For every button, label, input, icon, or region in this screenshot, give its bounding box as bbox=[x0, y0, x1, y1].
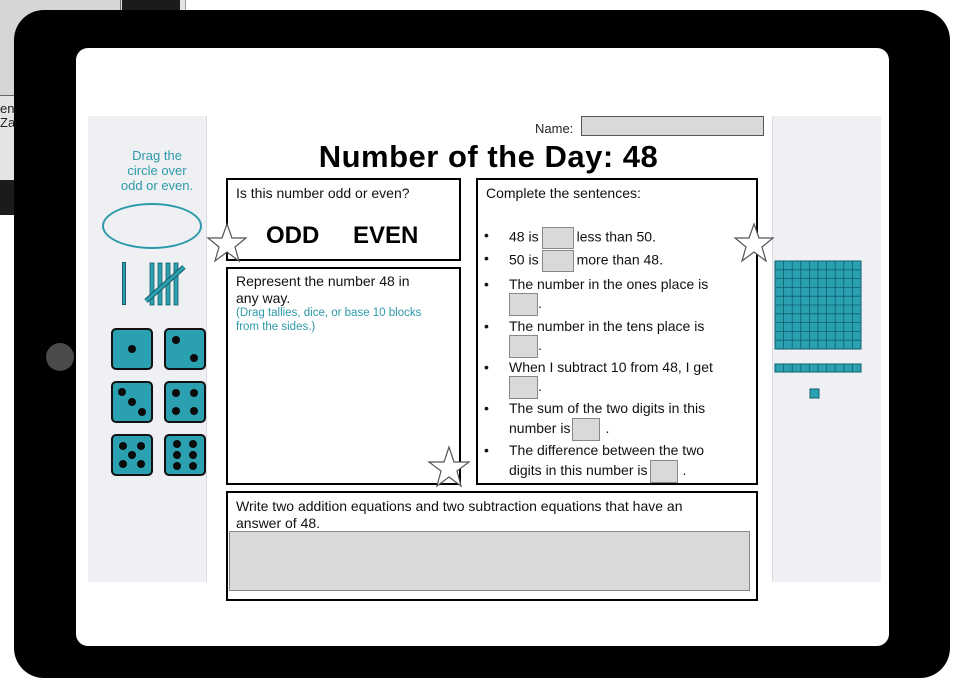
sentence-text: digits in this number is bbox=[509, 462, 648, 479]
sentence-text: more than 48. bbox=[576, 251, 663, 268]
star-icon bbox=[206, 222, 248, 263]
represent-prompt-line: Represent the number 48 in bbox=[236, 273, 410, 289]
drag-instruction-line: Drag the bbox=[132, 148, 182, 163]
sentence-text: number is bbox=[509, 420, 571, 437]
drag-instruction-line: odd or even. bbox=[120, 178, 194, 193]
represent-hint-line: (Drag tallies, dice, or base 10 blocks bbox=[236, 307, 422, 319]
sentence-text: The number in the ones place is bbox=[509, 276, 709, 292]
tally-one[interactable] bbox=[122, 262, 126, 305]
answer-box[interactable] bbox=[509, 293, 538, 316]
sentence-text: . bbox=[605, 420, 610, 437]
bullet: • bbox=[484, 318, 489, 334]
equations-input-area[interactable] bbox=[229, 531, 750, 591]
sentences-heading: Complete the sentences: bbox=[486, 185, 641, 201]
bullet: • bbox=[484, 276, 489, 292]
equations-prompt: Write two addition equations and two sub… bbox=[236, 498, 751, 532]
home-button[interactable] bbox=[46, 343, 74, 371]
represent-hint-line: from the sides.) bbox=[236, 321, 316, 333]
equations-prompt-line: answer of 48. bbox=[236, 515, 321, 531]
hundred-flat-block[interactable] bbox=[774, 260, 862, 350]
tally-five[interactable] bbox=[144, 261, 188, 307]
one-unit-block[interactable] bbox=[809, 388, 820, 399]
background-text-fragment: en bbox=[0, 101, 15, 116]
sentence-text: . bbox=[682, 462, 687, 479]
star-icon bbox=[427, 445, 471, 488]
bullet: • bbox=[484, 442, 489, 458]
answer-box[interactable] bbox=[509, 376, 538, 399]
odd-even-question: Is this number odd or even? bbox=[236, 185, 410, 201]
page-title: Number of the Day: 48 bbox=[318, 139, 659, 174]
die-two[interactable] bbox=[164, 328, 206, 370]
name-input[interactable] bbox=[581, 116, 764, 136]
drag-instruction-line: circle over bbox=[127, 163, 187, 178]
answer-box[interactable] bbox=[649, 460, 678, 483]
sentence-text: The number in the tens place is bbox=[509, 318, 705, 334]
sentence-text: The difference between the two bbox=[509, 442, 705, 458]
name-label: Name: bbox=[535, 121, 574, 136]
answer-box[interactable] bbox=[541, 227, 574, 249]
die-four[interactable] bbox=[164, 381, 206, 423]
equations-prompt-line: Write two addition equations and two sub… bbox=[236, 498, 683, 514]
sentence-text: The sum of the two digits in this bbox=[509, 400, 706, 416]
odd-even-box bbox=[226, 178, 461, 261]
bullet: • bbox=[484, 250, 489, 266]
die-three[interactable] bbox=[111, 381, 153, 423]
even-label: EVEN bbox=[353, 222, 419, 249]
represent-prompt: Represent the number 48 in any way. bbox=[236, 273, 458, 307]
sentence-text: . bbox=[538, 378, 542, 395]
represent-prompt-line: any way. bbox=[236, 290, 291, 306]
odd-label: ODD bbox=[266, 222, 320, 249]
answer-box[interactable] bbox=[572, 418, 601, 441]
bullet: • bbox=[484, 227, 489, 243]
background-text-fragment: Za bbox=[0, 115, 16, 130]
represent-box bbox=[226, 267, 461, 485]
ten-rod-block[interactable] bbox=[774, 363, 862, 373]
answer-box[interactable] bbox=[509, 335, 538, 358]
sentence-text: 48 is bbox=[509, 228, 539, 245]
drag-instruction: Drag the circle over odd or even. bbox=[104, 148, 210, 193]
die-five[interactable] bbox=[111, 434, 153, 476]
die-six[interactable] bbox=[164, 434, 206, 476]
draggable-circle[interactable] bbox=[102, 203, 202, 249]
sentence-text: . bbox=[538, 295, 542, 312]
sentence-text: 50 is bbox=[509, 251, 539, 268]
base-ten-blocks bbox=[774, 260, 862, 399]
die-one[interactable] bbox=[111, 328, 153, 370]
bullet: • bbox=[484, 400, 489, 416]
sentence-text: When I subtract 10 from 48, I get bbox=[509, 359, 713, 375]
bullet: • bbox=[484, 359, 489, 375]
answer-box[interactable] bbox=[541, 250, 574, 272]
sentences-box bbox=[476, 178, 758, 485]
represent-hint: (Drag tallies, dice, or base 10 blocks f… bbox=[236, 306, 458, 334]
star-icon bbox=[733, 222, 775, 263]
sentence-text: less than 50. bbox=[576, 228, 656, 245]
sentence-text: . bbox=[538, 337, 542, 354]
